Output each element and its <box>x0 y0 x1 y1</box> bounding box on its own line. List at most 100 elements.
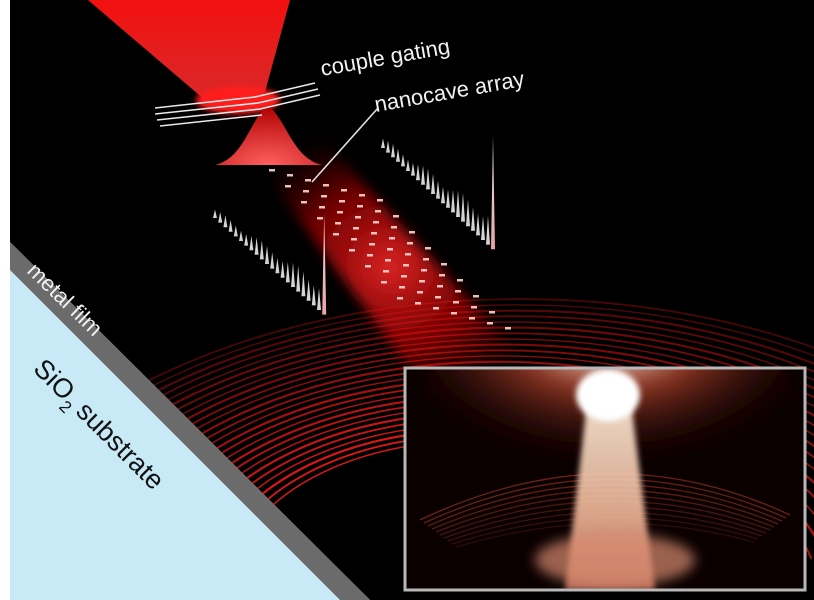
nanocave-dot <box>419 280 425 283</box>
nanocave-dot <box>439 274 445 277</box>
nanocave-dot <box>435 296 441 299</box>
comb-spike <box>471 207 475 231</box>
comb-spike <box>381 138 385 148</box>
comb-spike <box>401 154 405 167</box>
nanocave-dot <box>415 302 421 305</box>
comb-spike <box>301 271 306 297</box>
comb-spike <box>254 237 259 255</box>
comb-spike <box>436 180 440 199</box>
comb-spike <box>386 140 390 153</box>
nanocave-dot <box>365 265 371 268</box>
comb-spike <box>461 193 465 222</box>
comb-spike <box>391 143 395 158</box>
nanocave-dot <box>393 215 399 218</box>
nanocave-dot <box>451 312 457 315</box>
nanocave-dot <box>339 200 345 203</box>
propagating-beam <box>225 120 555 415</box>
left-spike-comb <box>213 209 327 315</box>
nanocave-dot <box>489 311 495 314</box>
nanocave-dot <box>321 195 327 198</box>
comb-spike <box>249 235 254 251</box>
nanocave-dot <box>417 291 423 294</box>
comb-spike <box>239 230 243 241</box>
nanocave-dot <box>269 169 275 172</box>
comb-spike <box>431 173 435 194</box>
nanocave-dot <box>407 242 413 245</box>
comb-spike <box>311 285 316 306</box>
nanocave-dot <box>341 189 347 192</box>
nanocave-dot <box>425 247 431 250</box>
nanocave-dot <box>287 174 293 177</box>
nanocave-dot <box>381 281 387 284</box>
comb-spike <box>317 288 321 310</box>
nanocave-dot <box>473 295 479 298</box>
nanocave-dot <box>403 264 409 267</box>
comb-spike <box>456 190 460 217</box>
comb-spike <box>296 265 301 292</box>
comb-spike <box>223 215 228 228</box>
inset-measurement-image <box>403 366 807 592</box>
nanocave-dot <box>333 233 339 236</box>
comb-spike <box>396 148 400 162</box>
nanocave-dot <box>453 301 459 304</box>
nanocave-dot <box>385 259 391 262</box>
comb-spike <box>411 162 415 176</box>
nanocave-array-dots <box>269 169 511 330</box>
comb-spike <box>280 261 285 278</box>
nanocave-dot <box>487 322 493 325</box>
comb-spike <box>476 213 480 236</box>
right-spike-comb <box>381 135 495 250</box>
nanocave-dot <box>421 269 427 272</box>
nanocave-dot <box>469 317 475 320</box>
comb-spike <box>426 168 430 190</box>
nanocave-dot <box>401 275 407 278</box>
nanocave-dot <box>357 205 363 208</box>
nanocave-dot <box>405 253 411 256</box>
nanocave-dot <box>455 290 461 293</box>
nanocave-dot <box>391 226 397 229</box>
nanocave-dot <box>317 217 323 220</box>
comb-spike <box>270 252 275 269</box>
comb-spike <box>218 212 223 223</box>
nanocave-dot <box>285 185 291 188</box>
nanocave-dot <box>471 306 477 309</box>
comb-spike <box>244 234 249 246</box>
nanocave-dot <box>399 286 405 289</box>
nanocave-dot <box>423 258 429 261</box>
comb-spike <box>322 213 327 315</box>
nanocave-dot <box>389 237 395 240</box>
comb-spike <box>451 189 455 213</box>
gaussian-profile <box>215 106 322 165</box>
comb-spike <box>421 165 425 185</box>
nanocave-dot <box>375 210 381 213</box>
comb-spike <box>259 240 264 260</box>
nanocave-dot <box>301 201 307 204</box>
comb-spike <box>285 261 290 283</box>
nanocave-dot <box>409 231 415 234</box>
comb-spike <box>466 199 470 227</box>
nanocave-dot <box>355 216 361 219</box>
comb-spike <box>441 186 445 204</box>
nanocave-dot <box>353 227 359 230</box>
nanocave-dot <box>441 263 447 266</box>
nanocave-dot <box>335 222 341 225</box>
nanocave-dot <box>371 232 377 235</box>
grating-lines-icon <box>154 82 321 127</box>
nanocave-dot <box>305 179 311 182</box>
nanocave-dot <box>373 221 379 224</box>
comb-spike <box>275 258 280 274</box>
nanocave-dot <box>433 307 439 310</box>
comb-spike <box>306 279 311 301</box>
nanocave-dot <box>369 243 375 246</box>
nanocave-dot <box>397 297 403 300</box>
comb-spike <box>446 189 450 208</box>
nanocave-leader-line <box>311 107 379 183</box>
comb-spike <box>406 159 410 171</box>
nanocave-dot <box>457 279 463 282</box>
comb-spike <box>213 209 217 218</box>
nanocave-dot <box>303 190 309 193</box>
comb-spike <box>486 215 490 245</box>
comb-spike <box>291 262 295 287</box>
